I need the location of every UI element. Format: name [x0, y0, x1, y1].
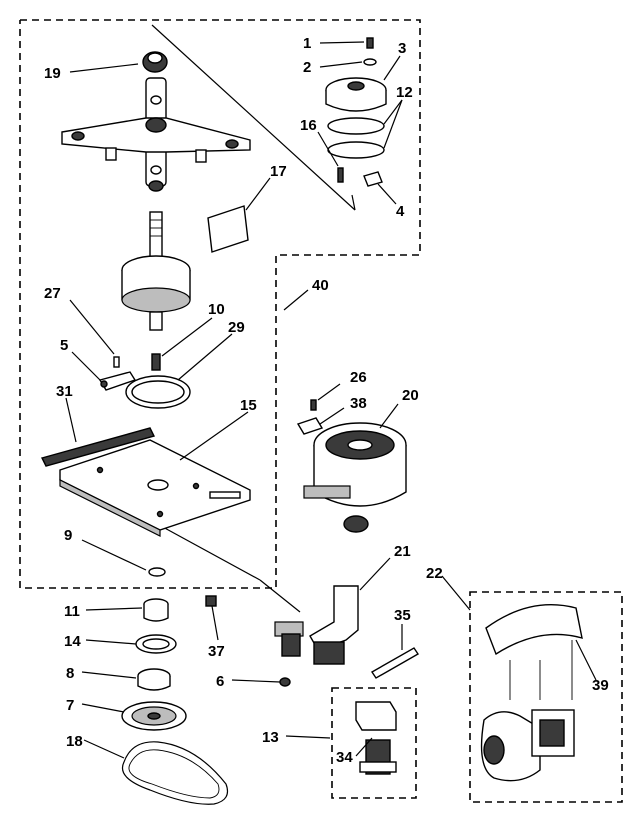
callout-16: 16	[300, 117, 317, 134]
part-20-motor	[303, 422, 407, 533]
part-14-ring	[135, 634, 177, 654]
part-2-washer	[363, 58, 377, 66]
part-12-rings	[327, 117, 385, 159]
part-11-bushing	[143, 598, 169, 622]
callout-19: 19	[44, 65, 61, 82]
part-7-pulley	[121, 701, 187, 731]
callout-9: 9	[64, 527, 72, 544]
part-35-screw	[371, 647, 419, 679]
callout-40: 40	[312, 277, 329, 294]
part-19-top-cap	[142, 51, 168, 73]
part-8-coupling	[137, 668, 171, 691]
callout-27: 27	[44, 285, 61, 302]
callout-38: 38	[350, 395, 367, 412]
callout-5: 5	[60, 337, 68, 354]
callout-2: 2	[303, 59, 311, 76]
callout-21: 21	[394, 543, 411, 560]
callout-17: 17	[270, 163, 287, 180]
pump	[480, 640, 575, 782]
callout-22: 22	[426, 565, 443, 582]
callout-labels: 19 1 2 3 12 16 4 17 40 27 10 29 5 31 15 …	[44, 35, 609, 766]
callout-8: 8	[66, 665, 74, 682]
part-18-belt	[122, 741, 229, 805]
callout-14: 14	[64, 633, 81, 650]
callout-29: 29	[228, 319, 245, 336]
callout-3: 3	[398, 40, 406, 57]
callout-6: 6	[216, 673, 224, 690]
callout-34: 34	[336, 749, 353, 766]
callout-37: 37	[208, 643, 225, 660]
part-9-clip	[148, 567, 166, 577]
callout-20: 20	[402, 387, 419, 404]
callout-4: 4	[396, 203, 405, 220]
part-10-spring	[151, 353, 161, 371]
part-4-nut	[363, 171, 383, 187]
callout-26: 26	[350, 369, 367, 386]
part-31-strip	[40, 427, 156, 467]
part-3-hub	[325, 77, 387, 112]
callout-12: 12	[396, 84, 413, 101]
part-15-base-plate	[59, 439, 251, 537]
pump-group-boundary	[469, 591, 623, 803]
part-29-brake-band	[125, 375, 191, 409]
callout-1: 1	[303, 35, 311, 52]
main-assembly-boundary	[19, 19, 421, 589]
drive-motor-group-boundary	[331, 687, 417, 799]
callout-10: 10	[208, 301, 225, 318]
callout-18: 18	[66, 733, 83, 750]
part-37-clip	[205, 595, 217, 607]
part-17-cover-plate	[207, 205, 249, 253]
transmission	[121, 211, 191, 331]
part-6-nut	[279, 677, 291, 687]
callout-13: 13	[262, 729, 279, 746]
part-39-pump-cover	[485, 604, 583, 656]
part-21-bracket	[274, 585, 359, 665]
part-34-drive-motor	[355, 701, 397, 775]
callout-35: 35	[394, 607, 411, 624]
part-5-bracket	[98, 371, 137, 391]
callout-11: 11	[64, 603, 80, 620]
callout-39: 39	[592, 677, 609, 694]
callout-7: 7	[66, 697, 74, 714]
part-16-bolt	[337, 167, 344, 183]
spider-bracket	[61, 77, 251, 192]
part-1-screw	[366, 37, 374, 49]
leader-lines	[65, 41, 597, 759]
part-26-screw	[310, 399, 317, 411]
part-38-plate	[296, 417, 324, 435]
part-27-pin	[113, 356, 120, 368]
callout-31: 31	[56, 383, 73, 400]
callout-15: 15	[240, 397, 257, 414]
